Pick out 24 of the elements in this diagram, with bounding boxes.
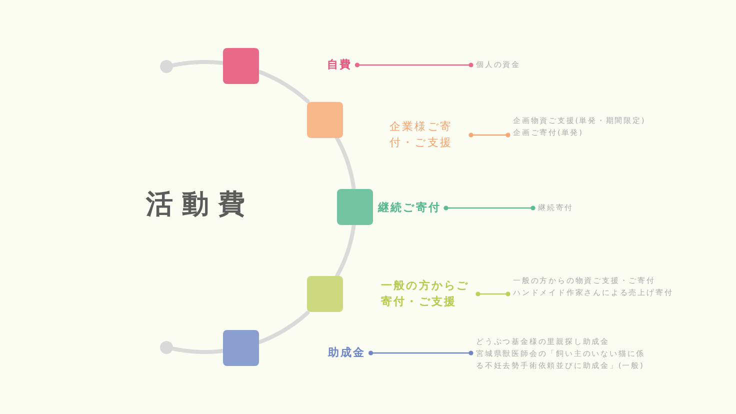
arc-line <box>258 70 310 104</box>
category-label: 一般の方からご寄付・ご支援 <box>381 278 473 310</box>
arc-line <box>171 60 225 68</box>
connector-line <box>368 350 474 356</box>
connector-line <box>476 292 510 296</box>
arc-line <box>335 224 356 278</box>
square-marker <box>306 276 343 312</box>
square-marker <box>223 48 260 84</box>
category-label: 自費 <box>327 57 352 73</box>
square-marker <box>223 330 260 366</box>
connector-line <box>468 132 510 138</box>
square-marker <box>337 189 373 225</box>
category-label: 継続ご寄付 <box>378 200 441 216</box>
arc-line <box>334 136 356 190</box>
end-dot <box>160 340 173 354</box>
title-text: 活動費 <box>146 188 254 222</box>
arc-line <box>170 346 225 354</box>
connector-line <box>354 62 474 68</box>
category-label: 企業様ご寄付・ご支援 <box>376 119 466 151</box>
connector-line <box>444 206 536 210</box>
category-label: 助成金 <box>328 345 366 361</box>
square-marker <box>306 102 343 138</box>
end-dot <box>160 60 173 74</box>
arc-line <box>258 310 310 344</box>
